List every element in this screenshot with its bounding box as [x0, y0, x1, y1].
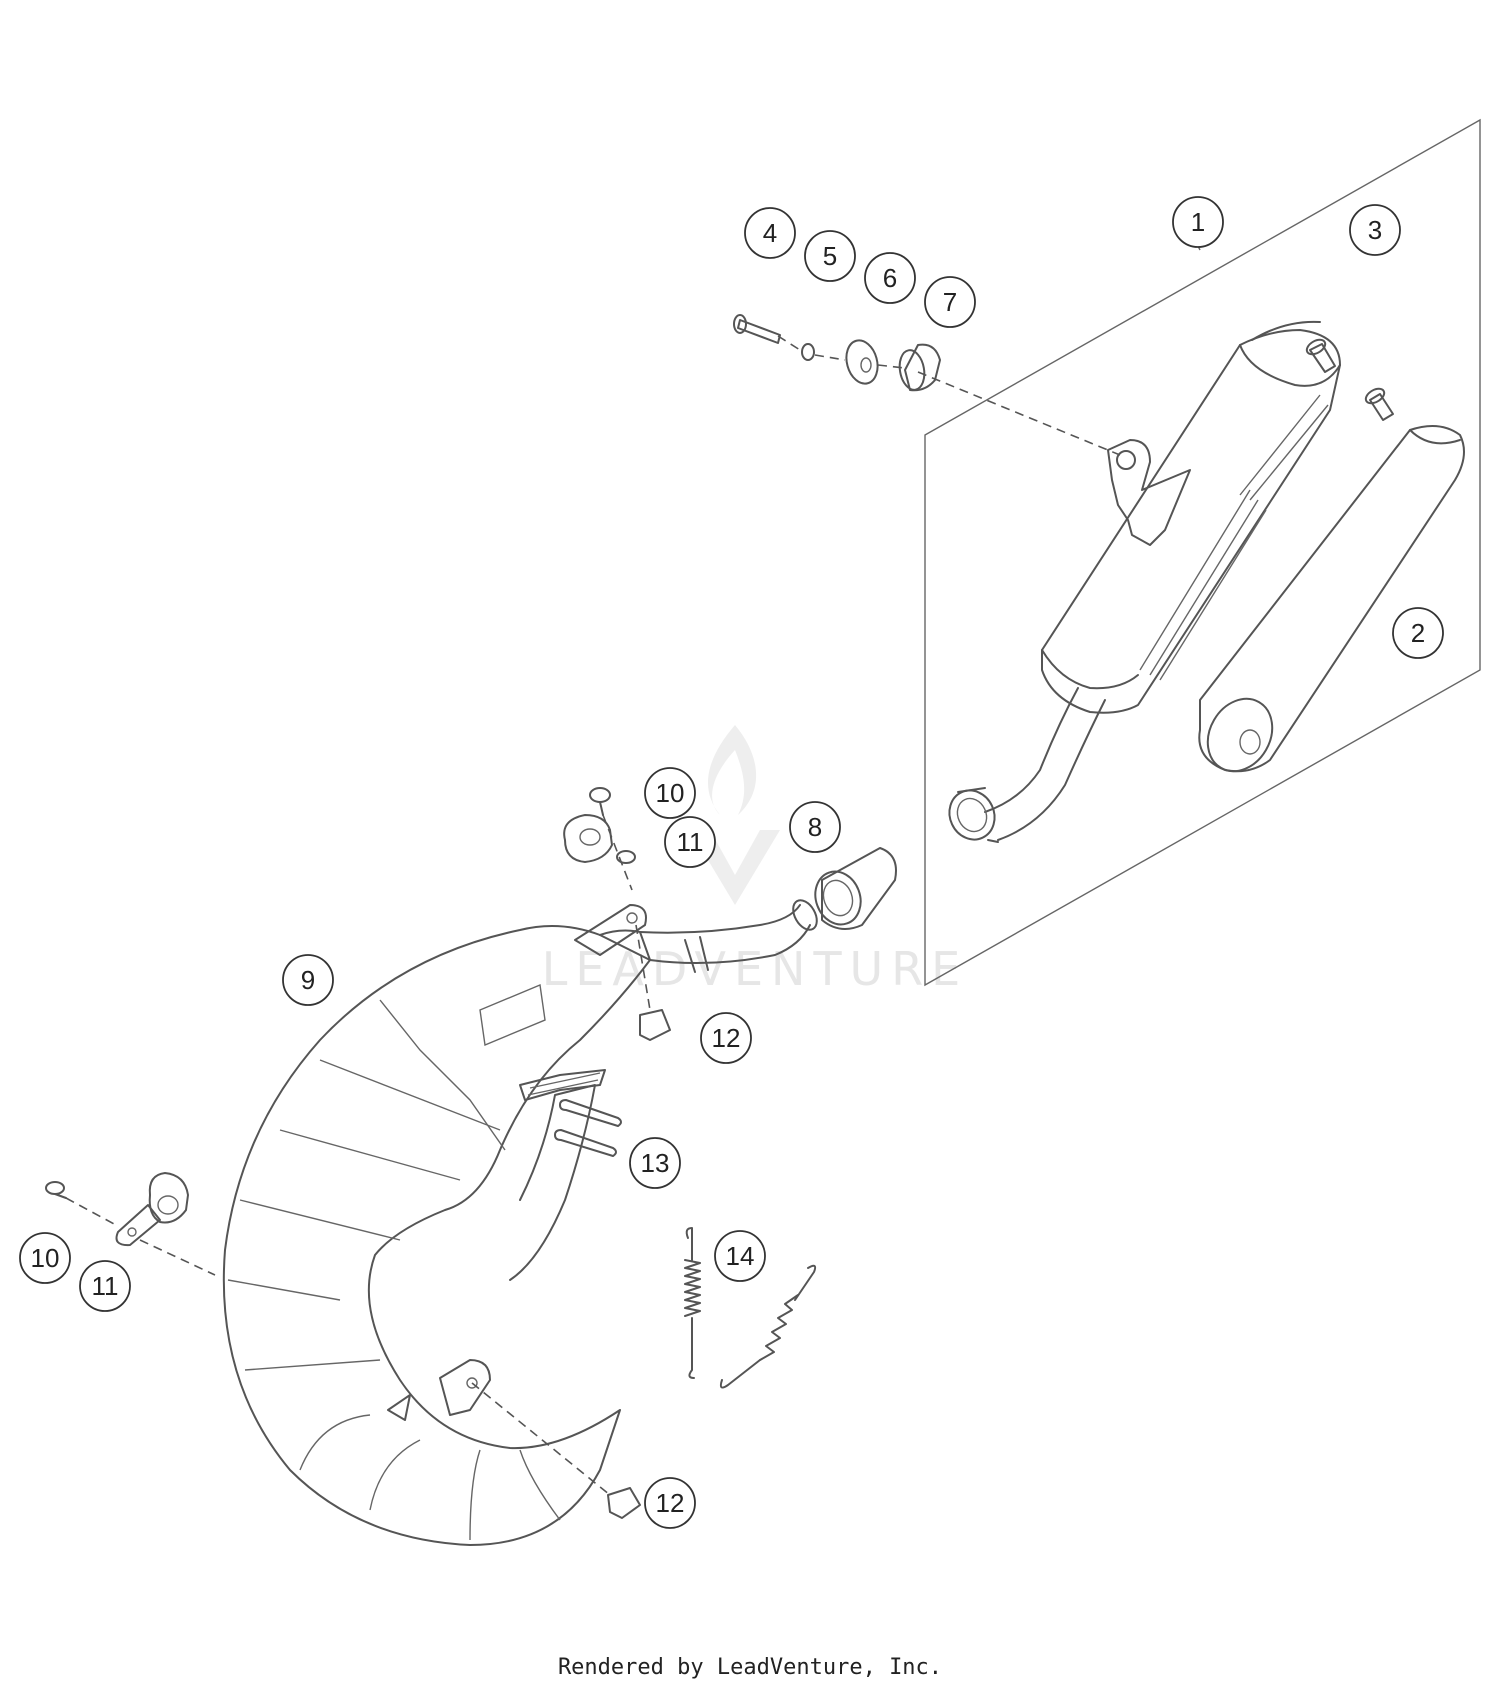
svg-text:12: 12	[656, 1488, 685, 1518]
svg-text:10: 10	[656, 778, 685, 808]
callout-11-upper: 11	[664, 816, 716, 868]
callout-labels: 1 2 3 4 5 6 7 8 9 10 11 12 13 14 10 11 1…	[19, 196, 1444, 1529]
svg-text:7: 7	[943, 287, 957, 317]
callout-9: 9	[282, 954, 334, 1006]
lower-rubber-damper	[45, 1172, 216, 1276]
footer-credit: Rendered by LeadVenture, Inc.	[557, 1655, 943, 1680]
lower-clip-nut	[471, 1382, 641, 1519]
mounting-bolt-stack	[733, 314, 941, 392]
svg-text:11: 11	[92, 1271, 119, 1301]
callout-3: 3	[1349, 204, 1401, 256]
callout-13: 13	[629, 1137, 681, 1189]
silencer	[948, 320, 1341, 843]
svg-text:1: 1	[1191, 207, 1205, 237]
callout-8: 8	[789, 801, 841, 853]
callout-10-lower: 10	[19, 1232, 71, 1284]
svg-text:2: 2	[1411, 618, 1425, 648]
silencer-outer-tube	[1198, 425, 1465, 773]
callout-5: 5	[804, 230, 856, 282]
svg-text:8: 8	[808, 812, 822, 842]
tension-springs	[684, 1227, 817, 1389]
rubber-strips	[554, 1099, 622, 1157]
leadventure-watermark: LEADVENTURE	[542, 725, 969, 996]
svg-text:4: 4	[763, 218, 777, 248]
svg-text:14: 14	[726, 1241, 755, 1271]
connection-sleeve	[814, 847, 897, 930]
svg-text:9: 9	[301, 965, 315, 995]
silencer-assembly-panel	[924, 118, 1481, 987]
assembly-leader-lines	[777, 229, 1201, 456]
watermark-text: LEADVENTURE	[542, 942, 969, 996]
callout-14: 14	[714, 1230, 766, 1282]
callout-7: 7	[924, 276, 976, 328]
callout-2: 2	[1392, 607, 1444, 659]
callout-6: 6	[864, 252, 916, 304]
svg-text:11: 11	[677, 827, 704, 857]
svg-text:5: 5	[823, 241, 837, 271]
silencer-screws	[1305, 338, 1394, 421]
callout-4: 4	[744, 207, 796, 259]
callout-1: 1	[1172, 196, 1224, 248]
callout-12-upper: 12	[700, 1012, 752, 1064]
svg-text:6: 6	[883, 263, 897, 293]
callout-10-upper: 10	[644, 767, 696, 819]
svg-text:10: 10	[31, 1243, 60, 1273]
svg-text:12: 12	[712, 1023, 741, 1053]
upper-rubber-damper	[563, 787, 636, 891]
upper-clip-nut	[635, 924, 671, 1041]
svg-text:13: 13	[641, 1148, 670, 1178]
callout-11-lower: 11	[79, 1260, 131, 1312]
svg-text:3: 3	[1368, 215, 1382, 245]
callout-12-lower: 12	[644, 1477, 696, 1529]
